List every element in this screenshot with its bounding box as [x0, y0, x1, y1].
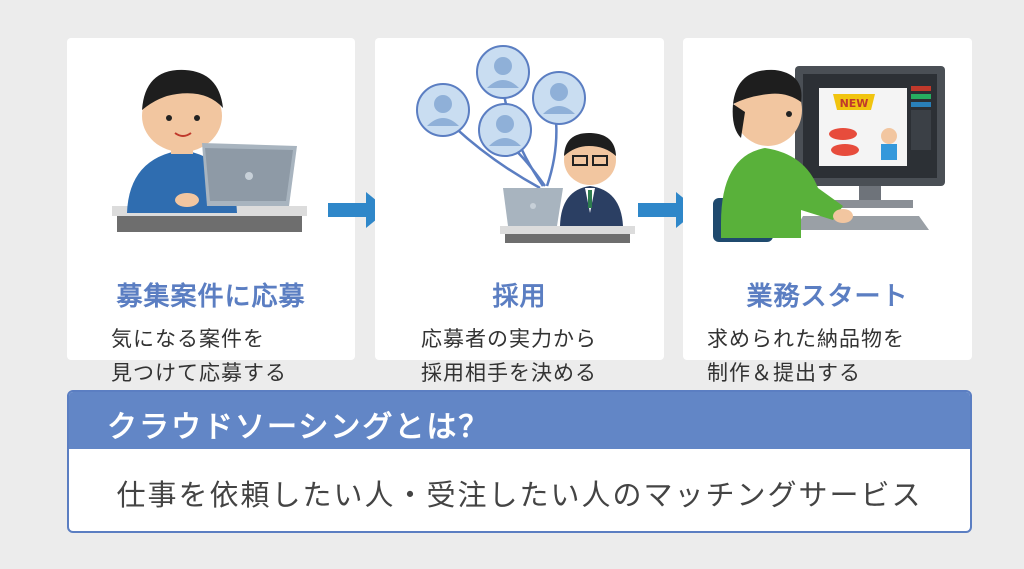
worker-at-monitor-icon: NEW [713, 66, 945, 242]
step-desc-line: 採用相手を決める [421, 361, 597, 385]
step-card-apply: 募集案件に応募 気になる案件を 見つけて応募する [67, 38, 355, 385]
client-selecting-candidates-icon [416, 45, 635, 243]
step-description: 求められた納品物を 制作＆提出する [707, 322, 905, 390]
definition-text: 仕事を依頼したい人・受注したい人のマッチングサービス [116, 478, 923, 512]
step-title: 募集案件に応募 [116, 282, 306, 312]
step-title: 採用 [492, 282, 547, 312]
step-description: 気になる案件を 見つけて応募する [111, 322, 287, 390]
step-desc-line: 見つけて応募する [111, 361, 287, 385]
step-card-start: NEW 業務スタート 求められた納品物を 制作＆提出する [683, 38, 972, 385]
definition-title: クラウドソーシングとは？ [107, 410, 491, 445]
step-desc-line: 応募者の実力から [421, 327, 597, 351]
definition-header: クラウドソーシングとは？ [69, 392, 970, 449]
definition-box: クラウドソーシングとは？ 仕事を依頼したい人・受注したい人のマッチングサービス [67, 390, 972, 533]
step-desc-line: 求められた納品物を [707, 327, 905, 351]
step-card-hire: 採用 応募者の実力から 採用相手を決める [375, 38, 664, 385]
person-on-laptop-icon [112, 69, 307, 232]
step-title: 業務スタート [746, 282, 909, 312]
step-desc-line: 制作＆提出する [707, 361, 861, 385]
step-desc-line: 気になる案件を [111, 327, 265, 351]
new-badge-text: NEW [840, 97, 869, 110]
step-description: 応募者の実力から 採用相手を決める [421, 322, 597, 390]
